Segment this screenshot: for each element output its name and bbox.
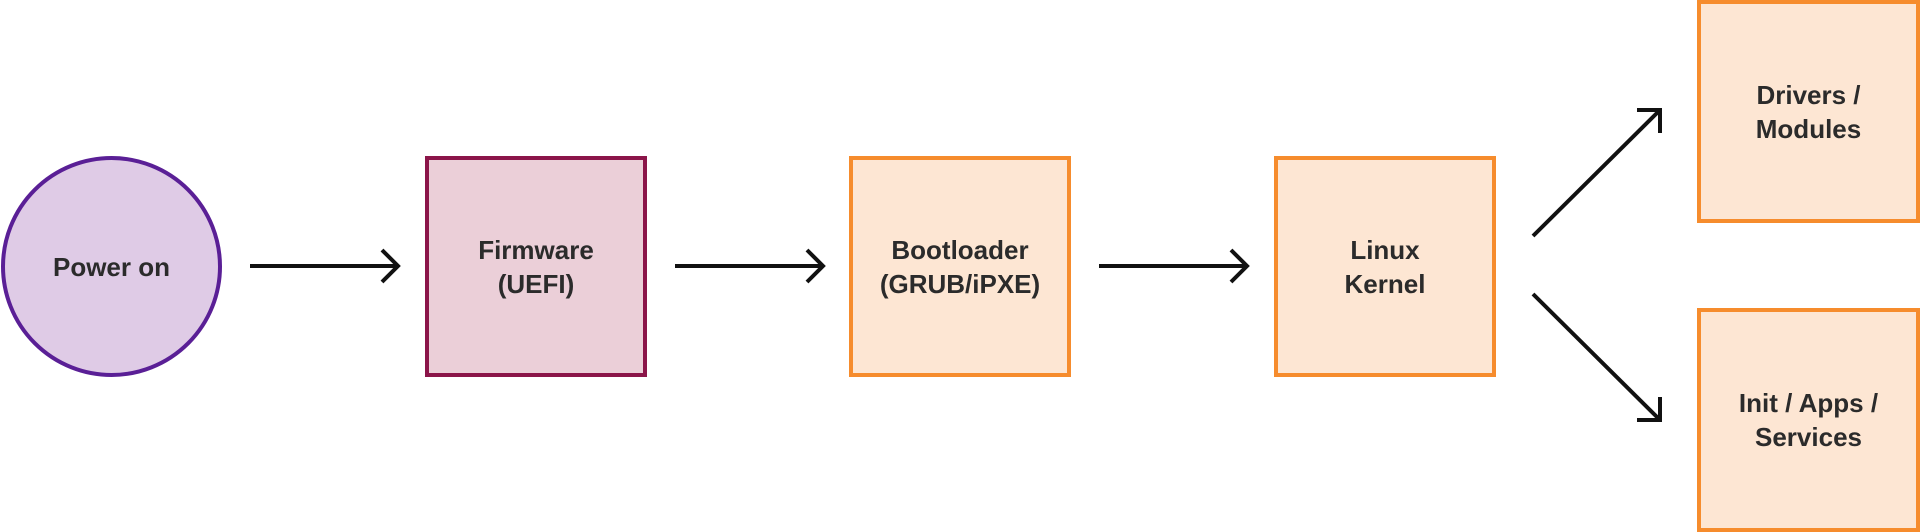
arrow-kernel-to-init bbox=[1531, 292, 1662, 422]
arrow-power-to-firmware bbox=[250, 248, 401, 284]
linux-kernel-label: Linux Kernel bbox=[1344, 234, 1426, 299]
linux-kernel-node: Linux Kernel bbox=[1274, 156, 1496, 377]
firmware-node: Firmware (UEFI) bbox=[425, 156, 647, 377]
bootloader-node: Bootloader (GRUB/iPXE) bbox=[849, 156, 1071, 377]
arrow-kernel-to-drivers bbox=[1531, 108, 1662, 238]
drivers-modules-label: Drivers / Modules bbox=[1755, 79, 1862, 144]
bootloader-label: Bootloader (GRUB/iPXE) bbox=[879, 234, 1041, 299]
init-apps-services-node: Init / Apps / Services bbox=[1697, 308, 1920, 532]
power-on-node: Power on bbox=[1, 156, 222, 377]
firmware-label: Firmware (UEFI) bbox=[478, 234, 594, 299]
arrow-bootloader-to-kernel bbox=[1099, 248, 1250, 284]
drivers-modules-node: Drivers / Modules bbox=[1697, 0, 1920, 223]
power-on-label: Power on bbox=[52, 251, 170, 282]
arrow-firmware-to-bootloader bbox=[675, 248, 826, 284]
init-apps-services-label: Init / Apps / Services bbox=[1738, 388, 1879, 452]
